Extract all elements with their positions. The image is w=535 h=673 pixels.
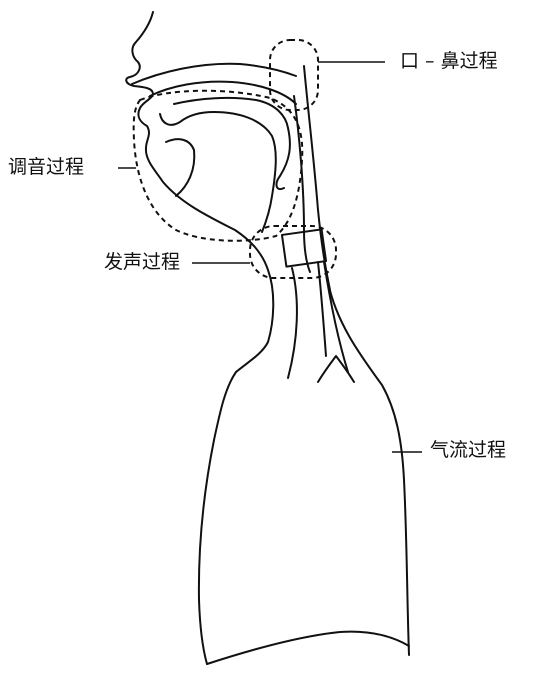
trachea-front [288,268,297,378]
tongue-outline [160,112,276,232]
airflow-label: 气流过程 [430,441,506,460]
articulation-region [134,91,303,241]
pharynx-back-wall [294,96,310,272]
torso-outline [199,372,236,664]
articulation-label: 调音过程 [8,158,84,177]
lower-jaw-line [166,139,194,196]
diaphragm-line [207,632,409,664]
torso-right-outline [328,282,409,655]
soft-palate [277,128,290,189]
phonation-label: 发声过程 [104,253,180,272]
bronchi-split [318,356,354,382]
oral-nasal-label: 口 – 鼻过程 [400,52,498,71]
